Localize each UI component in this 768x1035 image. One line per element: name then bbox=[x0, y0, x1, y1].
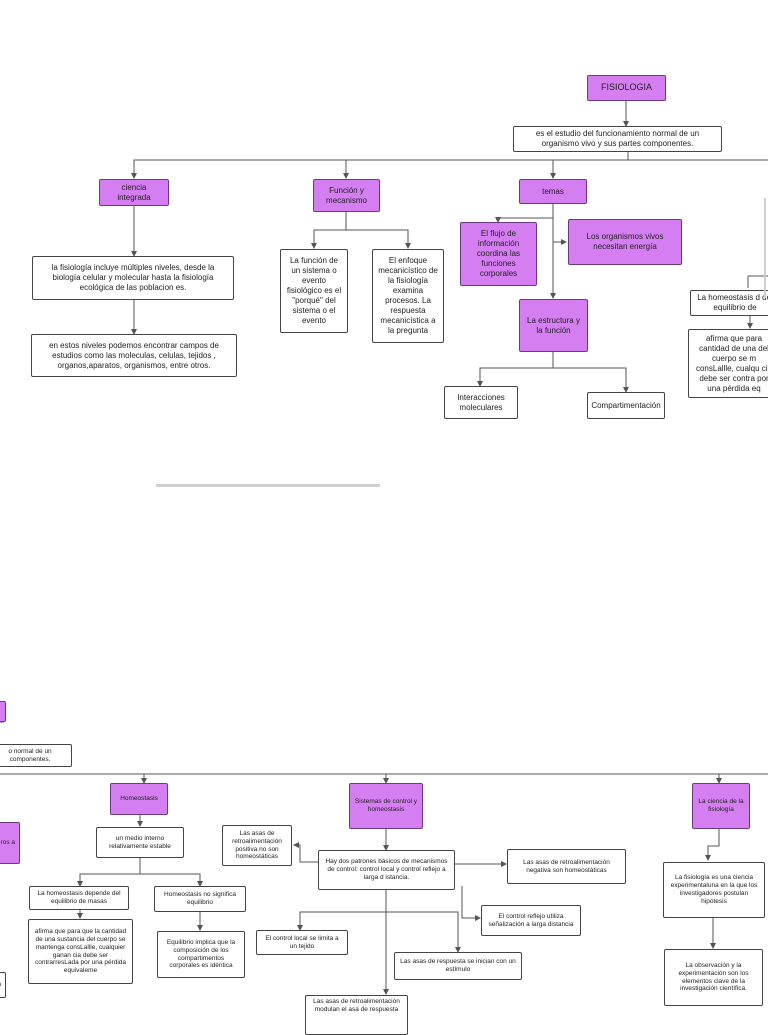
node-asas-negativa-label: Las asas de retroalimentación negativa s… bbox=[523, 858, 610, 874]
node-homeostasis-cut[interactable]: La homeostasis d del equilibrio de bbox=[690, 290, 768, 316]
node-afirma-cut[interactable]: afirma que para cantidad de una del cuer… bbox=[688, 329, 768, 398]
node-niveles[interactable]: la fisiología incluye múltiples niveles,… bbox=[32, 256, 234, 300]
node-homeo-depende[interactable]: La homeostasis depende del equilibrio de… bbox=[29, 886, 129, 910]
node-flujo-informacion[interactable]: El flujo de información coordina las fun… bbox=[460, 222, 537, 286]
node-compartimentacion[interactable]: Compartimentación bbox=[587, 392, 665, 419]
node-homeo-depende-label: La homeostasis depende del equilibrio de… bbox=[37, 890, 121, 905]
node-definicion-cut[interactable]: o normal de un componentes. bbox=[0, 744, 72, 767]
node-energia-label: Los organismos vivos necesitan energía bbox=[586, 232, 664, 251]
node-left-bottom-cut-label: n bbox=[0, 981, 1, 989]
node-campos[interactable]: en estos niveles podemos encontrar campo… bbox=[31, 334, 237, 377]
node-afirma[interactable]: afirma que para que la cantidad de una s… bbox=[28, 919, 133, 984]
section-divider bbox=[156, 484, 380, 487]
node-afirma-label: afirma que para que la cantidad de una s… bbox=[34, 928, 127, 975]
node-left-cut[interactable]: ros a bbox=[0, 822, 20, 864]
node-homeostasis[interactable]: Homeostasis bbox=[110, 783, 168, 815]
node-flujo-informacion-label: El flujo de información coordina las fun… bbox=[476, 229, 521, 278]
node-observacion[interactable]: La observación y la experimentación son … bbox=[664, 949, 763, 1006]
node-medio-interno[interactable]: un medio interno relativamente estable bbox=[96, 827, 184, 858]
node-estructura-funcion-label: La estructura y la función bbox=[527, 315, 580, 335]
node-enfoque[interactable]: El enfoque mecanicístico de la fisiologí… bbox=[372, 249, 444, 343]
node-control-local[interactable]: El control local se limita a un tejido bbox=[256, 930, 348, 955]
node-compartimentacion-label: Compartimentación bbox=[591, 400, 661, 410]
node-asas-modulan[interactable]: Las asas de retroalimentación modulan el… bbox=[305, 995, 408, 1035]
node-energia[interactable]: Los organismos vivos necesitan energía bbox=[568, 219, 682, 265]
node-fisiologia[interactable]: FISIOLOGIA bbox=[587, 75, 666, 101]
node-ciencia-fisiologia[interactable]: La ciencia de la fisiología bbox=[692, 783, 750, 829]
node-fisiologia-cut[interactable] bbox=[0, 701, 6, 722]
node-control-reflejo-label: El control reflejo utiliza señalización … bbox=[488, 912, 574, 928]
node-enfoque-label: El enfoque mecanicístico de la fisiologí… bbox=[378, 256, 438, 335]
node-afirma-cut-label: afirma que para cantidad de una del cuer… bbox=[695, 333, 768, 393]
node-definicion-label: es el estudio del funcionamiento normal … bbox=[535, 129, 700, 148]
node-left-cut-label: ros a bbox=[0, 839, 15, 847]
node-homeo-no-significa[interactable]: Homeostasis no significa equilibrio bbox=[154, 886, 246, 912]
node-fisiologia-label: FISIOLOGIA bbox=[600, 82, 652, 93]
node-left-bottom-cut[interactable]: n bbox=[0, 972, 6, 998]
node-homeostasis-cut-label: La homeostasis d del equilibrio de bbox=[697, 293, 768, 312]
node-campos-label: en estos niveles podemos encontrar campo… bbox=[49, 340, 219, 370]
node-asas-respuesta[interactable]: Las asas de respuesta se inician con un … bbox=[394, 952, 522, 980]
node-temas[interactable]: temas bbox=[519, 179, 587, 204]
node-ciencia-integrada[interactable]: ciencia integrada bbox=[99, 179, 169, 206]
node-asas-positiva[interactable]: Las asas de retroalimentación positiva n… bbox=[222, 825, 292, 866]
node-homeostasis-label: Homeostasis bbox=[120, 795, 158, 803]
node-ciencia-integrada-label: ciencia integrada bbox=[117, 182, 151, 202]
node-funcion-mecanismo-label: Función y mecanismo bbox=[326, 185, 367, 205]
node-control-reflejo[interactable]: El control reflejo utiliza señalización … bbox=[481, 905, 581, 936]
node-ciencia-fisiologia-label: La ciencia de la fisiología bbox=[698, 798, 744, 813]
node-interacciones[interactable]: Interacciones moleculares bbox=[444, 386, 518, 419]
node-equilibrio-implica[interactable]: Equilibrio implica que la composición de… bbox=[157, 931, 245, 978]
node-asas-negativa[interactable]: Las asas de retroalimentación negativa s… bbox=[507, 849, 626, 884]
node-homeo-no-significa-label: Homeostasis no significa equilibrio bbox=[164, 891, 236, 906]
node-medio-interno-label: un medio interno relativamente estable bbox=[109, 834, 171, 850]
node-funcion-evento[interactable]: La función de un sistema o evento fisiol… bbox=[280, 249, 348, 333]
node-definicion[interactable]: es el estudio del funcionamiento normal … bbox=[513, 126, 722, 152]
node-ciencia-experimental[interactable]: La fisiología es una ciencia experimenta… bbox=[663, 862, 765, 918]
node-dos-patrones[interactable]: Hay dos patrones básicos de mecanismos d… bbox=[318, 850, 455, 890]
node-equilibrio-implica-label: Equilibrio implica que la composición de… bbox=[166, 938, 236, 970]
node-observacion-label: La observación y la experimentación son … bbox=[678, 961, 749, 993]
node-asas-positiva-label: Las asas de retroalimentación positiva n… bbox=[232, 829, 282, 861]
node-temas-label: temas bbox=[542, 186, 564, 196]
node-ciencia-experimental-label: La fisiología es una ciencia experimenta… bbox=[670, 874, 758, 905]
node-niveles-label: la fisiología incluye múltiples niveles,… bbox=[51, 263, 215, 292]
node-sistemas-control[interactable]: Sistemas de control y homeostasis bbox=[349, 783, 423, 829]
node-asas-modulan-label: Las asas de retroalimentación modulan el… bbox=[313, 998, 400, 1013]
node-funcion-mecanismo[interactable]: Función y mecanismo bbox=[313, 179, 380, 212]
node-funcion-evento-label: La función de un sistema o evento fisiol… bbox=[286, 256, 342, 325]
scrollbar[interactable] bbox=[764, 198, 766, 298]
node-control-local-label: El control local se limita a un tejido bbox=[265, 934, 339, 950]
node-interacciones-label: Interacciones moleculares bbox=[457, 392, 505, 412]
node-asas-respuesta-label: Las asas de respuesta se inician con un … bbox=[400, 958, 516, 973]
node-sistemas-control-label: Sistemas de control y homeostasis bbox=[354, 798, 418, 813]
node-dos-patrones-label: Hay dos patrones básicos de mecanismos d… bbox=[325, 858, 448, 881]
node-estructura-funcion[interactable]: La estructura y la función bbox=[519, 299, 588, 352]
node-definicion-cut-label: o normal de un componentes. bbox=[8, 747, 52, 763]
